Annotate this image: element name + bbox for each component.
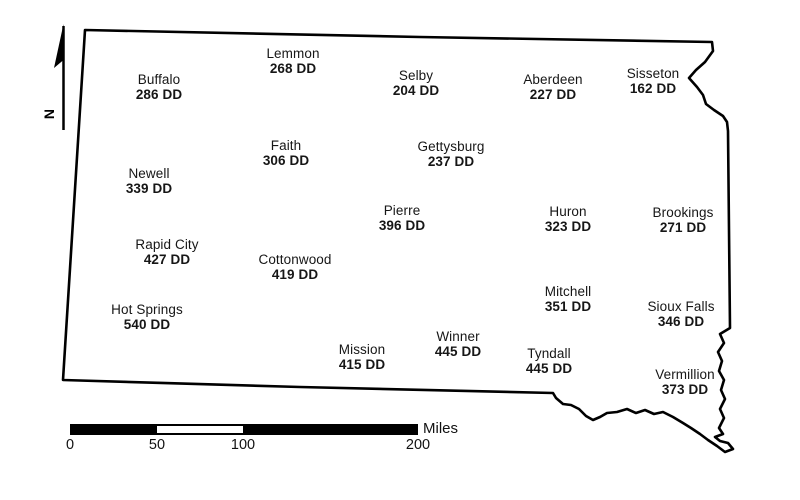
city-dd-value: 351 DD <box>544 299 592 314</box>
city-label-vermillion: Vermillion 373 DD <box>655 367 715 397</box>
city-name: Sisseton <box>626 66 680 81</box>
scale-segment <box>157 424 243 435</box>
city-dd-value: 271 DD <box>659 220 707 235</box>
city-name: Faith <box>270 138 302 153</box>
city-label-aberdeen: Aberdeen 227 DD <box>523 72 582 102</box>
city-label-hot-springs: Hot Springs 540 DD <box>111 302 183 332</box>
city-label-selby: Selby 204 DD <box>393 68 439 98</box>
city-name: Buffalo <box>137 72 181 87</box>
city-name: Aberdeen <box>523 72 583 87</box>
city-label-lemmon: Lemmon 268 DD <box>266 46 319 76</box>
city-name: Mitchell <box>544 284 592 299</box>
city-name: Gettysburg <box>417 139 485 154</box>
scale-segment <box>243 424 418 435</box>
city-dd-value: 373 DD <box>661 382 709 397</box>
city-label-rapid-city: Rapid City 427 DD <box>135 237 198 267</box>
city-label-faith: Faith 306 DD <box>263 138 309 168</box>
north-arrow-label: N <box>41 108 58 120</box>
scale-bar <box>70 424 418 435</box>
city-name: Tyndall <box>527 346 571 361</box>
city-name: Lemmon <box>266 46 320 61</box>
city-dd-value: 162 DD <box>629 81 677 96</box>
scale-tick-0: 0 <box>65 437 75 453</box>
city-dd-value: 540 DD <box>123 317 171 332</box>
north-arrow-head <box>54 24 64 68</box>
city-dd-value: 445 DD <box>434 344 482 359</box>
city-label-sisseton: Sisseton 162 DD <box>627 66 680 96</box>
city-dd-value: 204 DD <box>392 83 440 98</box>
city-label-buffalo: Buffalo 286 DD <box>136 72 182 102</box>
scale-tick-200: 200 <box>405 437 431 453</box>
city-name: Rapid City <box>135 237 199 252</box>
city-label-cottonwood: Cottonwood 419 DD <box>258 252 331 282</box>
city-label-pierre: Pierre 396 DD <box>379 203 425 233</box>
scale-unit-label: Miles <box>423 420 459 437</box>
city-label-gettysburg: Gettysburg 237 DD <box>417 139 484 169</box>
city-name: Cottonwood <box>258 252 332 267</box>
city-dd-value: 445 DD <box>525 361 573 376</box>
city-dd-value: 339 DD <box>125 181 173 196</box>
city-dd-value: 396 DD <box>378 218 426 233</box>
city-dd-value: 419 DD <box>271 267 319 282</box>
city-name: Brookings <box>652 205 714 220</box>
city-dd-value: 346 DD <box>657 314 705 329</box>
city-dd-value: 323 DD <box>544 219 592 234</box>
city-label-huron: Huron 323 DD <box>545 204 591 234</box>
city-name: Selby <box>398 68 434 83</box>
city-dd-value: 227 DD <box>529 87 577 102</box>
city-label-sioux-falls: Sioux Falls 346 DD <box>647 299 714 329</box>
scale-segment <box>70 424 157 435</box>
city-label-brookings: Brookings 271 DD <box>653 205 714 235</box>
city-name: Newell <box>128 166 170 181</box>
city-dd-value: 415 DD <box>338 357 386 372</box>
city-label-mitchell: Mitchell 351 DD <box>545 284 592 314</box>
city-name: Hot Springs <box>111 302 183 317</box>
city-dd-value: 427 DD <box>143 252 191 267</box>
city-dd-value: 306 DD <box>262 153 310 168</box>
city-name: Mission <box>338 342 386 357</box>
city-label-newell: Newell 339 DD <box>126 166 172 196</box>
city-name: Huron <box>549 204 587 219</box>
city-dd-value: 237 DD <box>427 154 475 169</box>
city-name: Pierre <box>383 203 421 218</box>
city-label-mission: Mission 415 DD <box>339 342 385 372</box>
city-name: Sioux Falls <box>647 299 715 314</box>
city-name: Vermillion <box>655 367 715 382</box>
city-name: Winner <box>436 329 480 344</box>
scale-tick-100: 100 <box>230 437 256 453</box>
city-label-winner: Winner 445 DD <box>435 329 481 359</box>
city-dd-value: 268 DD <box>269 61 317 76</box>
city-dd-value: 286 DD <box>135 87 183 102</box>
city-label-tyndall: Tyndall 445 DD <box>526 346 572 376</box>
scale-tick-50: 50 <box>148 437 166 453</box>
state-outline <box>61 28 735 454</box>
